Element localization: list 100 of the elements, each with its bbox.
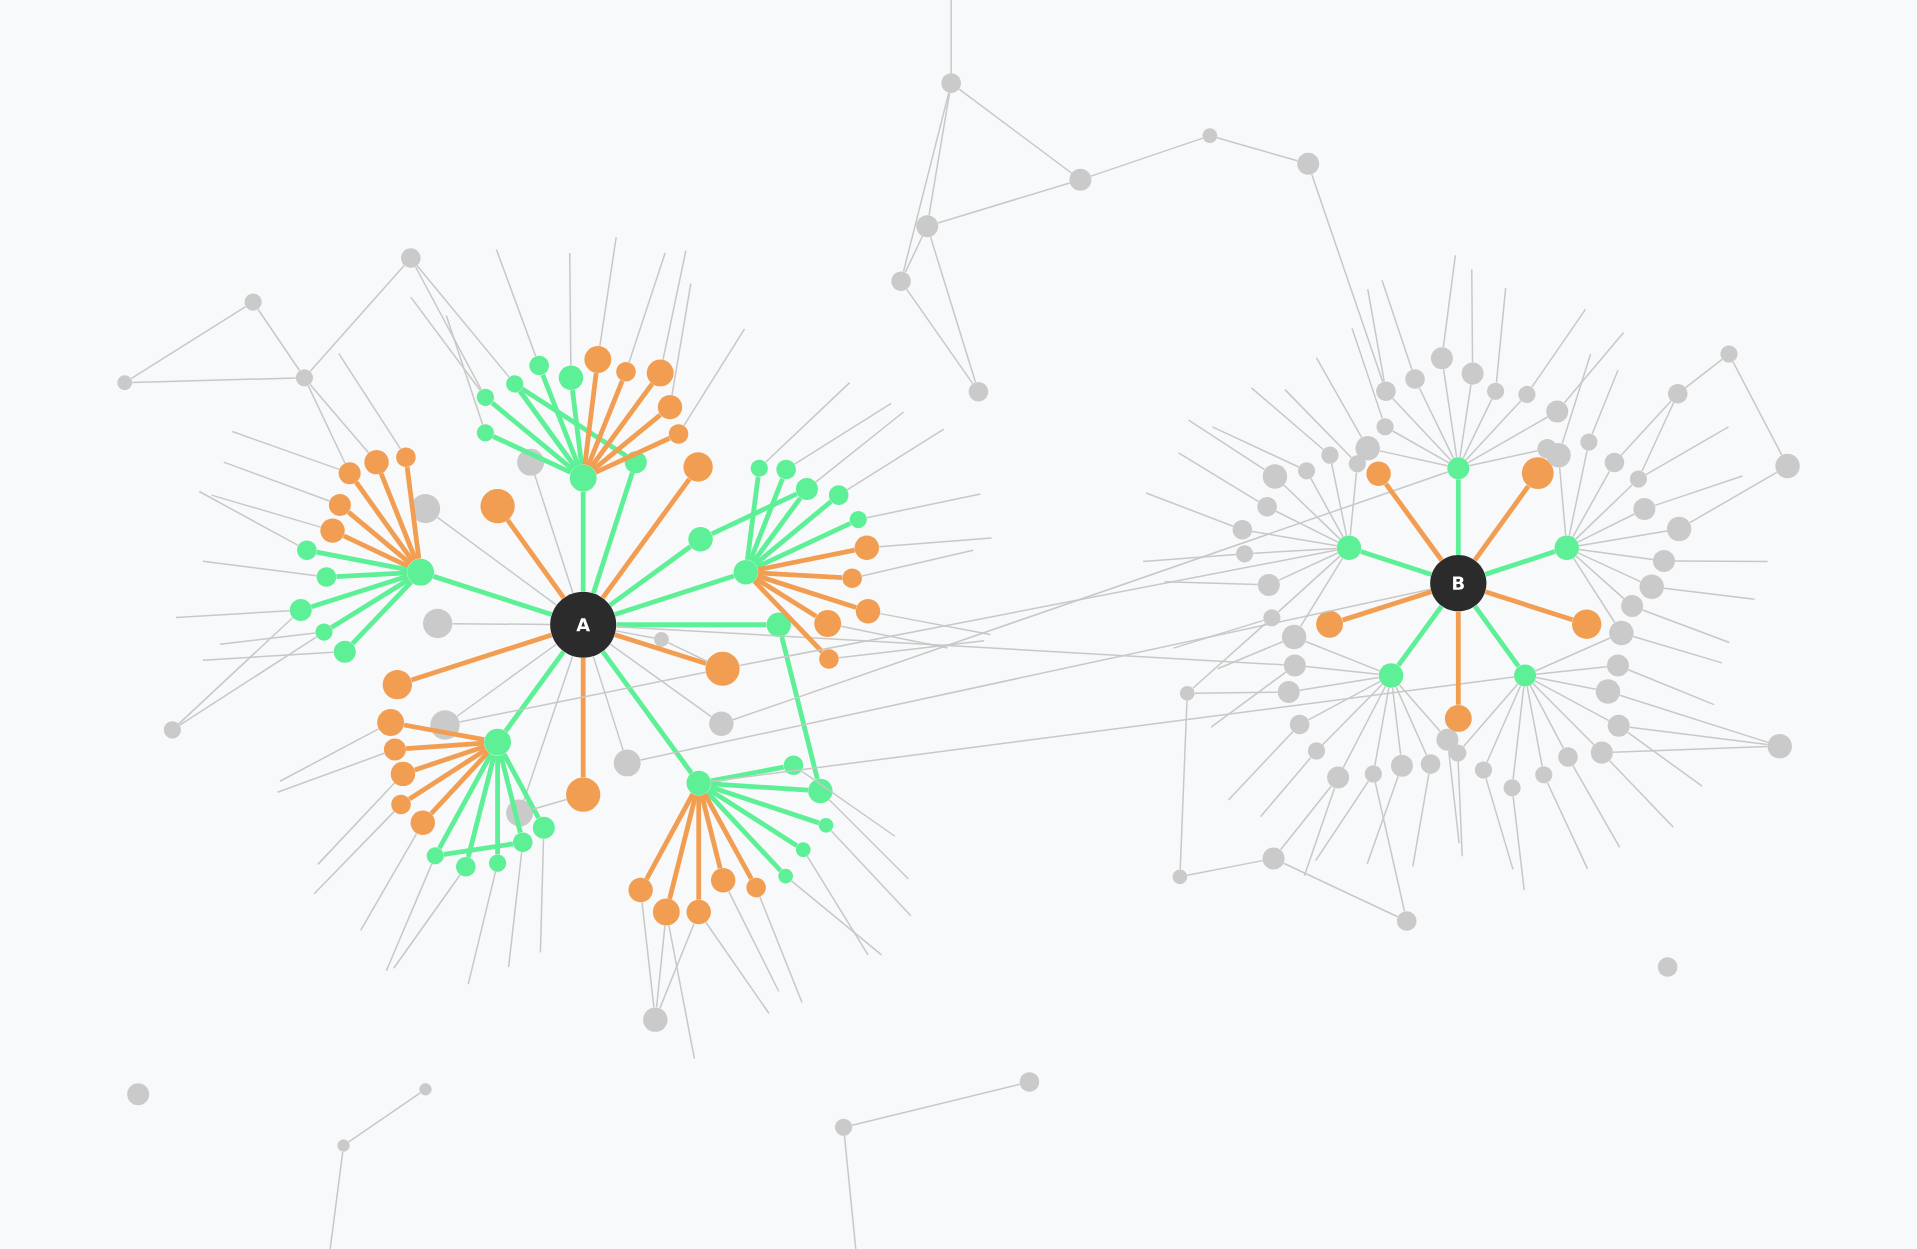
node-circle bbox=[1298, 461, 1316, 479]
edge-line bbox=[1546, 781, 1589, 870]
edge-line bbox=[738, 549, 1338, 666]
edge-line bbox=[410, 296, 481, 391]
edge-line bbox=[1179, 699, 1188, 870]
edge-line bbox=[378, 472, 418, 561]
node-circle bbox=[746, 877, 766, 898]
edge-line bbox=[1568, 449, 1588, 537]
edge-line bbox=[1090, 137, 1204, 177]
edge-line bbox=[257, 308, 301, 372]
edge-line bbox=[1578, 529, 1668, 547]
node-circle bbox=[328, 493, 351, 516]
edge-line bbox=[667, 641, 708, 662]
edge-line bbox=[1591, 369, 1619, 435]
edge-line bbox=[276, 752, 386, 793]
edge-line bbox=[316, 549, 408, 572]
edge-line bbox=[336, 570, 408, 579]
edge-line bbox=[1392, 397, 1452, 461]
edge-line bbox=[591, 471, 635, 594]
node-circle bbox=[814, 609, 842, 637]
node-circle bbox=[1666, 516, 1692, 541]
node-circle bbox=[819, 648, 839, 669]
node-circle bbox=[517, 448, 545, 476]
edge-line bbox=[828, 798, 910, 880]
edge-line bbox=[929, 235, 977, 383]
node-circle bbox=[1019, 1071, 1040, 1092]
edge-line bbox=[589, 382, 655, 469]
node-circle bbox=[506, 375, 524, 393]
node-circle bbox=[1378, 663, 1404, 688]
edge-line bbox=[1310, 477, 1344, 538]
edge-line bbox=[592, 655, 624, 751]
node-circle bbox=[1396, 910, 1417, 931]
edge-line bbox=[179, 635, 318, 726]
node-circle bbox=[1629, 470, 1647, 488]
edge-line bbox=[600, 477, 692, 600]
node-circle bbox=[489, 854, 507, 872]
edge-line bbox=[1216, 640, 1284, 670]
edge-line bbox=[1304, 640, 1381, 672]
edge-line bbox=[175, 609, 291, 618]
node-circle bbox=[1546, 400, 1569, 423]
edge-line bbox=[1468, 449, 1539, 467]
edge-line bbox=[1654, 474, 1744, 506]
edge-line bbox=[403, 722, 485, 742]
edge-line bbox=[1484, 549, 1556, 577]
edge-line bbox=[758, 570, 843, 580]
edge-line bbox=[937, 182, 1071, 224]
node-circle bbox=[1390, 754, 1413, 777]
edge-line bbox=[851, 1083, 1021, 1126]
edge-line bbox=[465, 754, 497, 858]
edge-line bbox=[1462, 398, 1493, 459]
node-circle bbox=[1609, 620, 1634, 645]
edge-line bbox=[1465, 399, 1522, 461]
edge-line bbox=[309, 383, 370, 454]
node-circle bbox=[333, 640, 356, 663]
edge-line bbox=[1471, 268, 1474, 363]
node-circle bbox=[1657, 957, 1678, 977]
edge-line bbox=[1663, 587, 1756, 600]
edge-line bbox=[950, 0, 952, 74]
edge-line bbox=[130, 305, 247, 380]
edge-line bbox=[410, 632, 553, 683]
edge-line bbox=[814, 411, 905, 483]
edge-line bbox=[759, 895, 803, 1004]
edge-line bbox=[1442, 254, 1457, 348]
node-circle bbox=[315, 623, 333, 641]
edge-line bbox=[1192, 622, 1267, 689]
edge-line bbox=[1349, 471, 1358, 536]
node-circle bbox=[1348, 455, 1366, 473]
edge-line bbox=[1299, 557, 1344, 627]
node-circle bbox=[616, 361, 636, 382]
node-circle bbox=[1503, 779, 1521, 797]
node-circle bbox=[1257, 573, 1280, 596]
node-circle bbox=[968, 381, 989, 402]
edge-line bbox=[445, 314, 484, 425]
edge-line bbox=[752, 579, 824, 654]
edge-line bbox=[878, 536, 993, 548]
node-circle bbox=[654, 631, 669, 647]
edge-line bbox=[309, 264, 405, 372]
edge-line bbox=[683, 327, 746, 427]
edge-line bbox=[1689, 471, 1778, 524]
edge-line bbox=[1535, 676, 1597, 690]
node-circle bbox=[484, 728, 512, 756]
edge-line bbox=[1684, 358, 1723, 389]
edge-line bbox=[709, 784, 820, 825]
edge-line bbox=[1455, 479, 1461, 555]
node-circle bbox=[1590, 741, 1613, 764]
edge-line bbox=[505, 518, 566, 599]
edge-line bbox=[793, 402, 892, 465]
node-circle bbox=[1652, 549, 1675, 572]
edge-line bbox=[614, 573, 735, 617]
edge-line bbox=[1341, 589, 1433, 623]
edge-line bbox=[1311, 173, 1384, 383]
edge-line bbox=[1577, 513, 1636, 543]
node-circle bbox=[566, 777, 601, 812]
node-circle bbox=[117, 375, 133, 390]
edge-line bbox=[667, 794, 698, 900]
edge-line bbox=[1632, 635, 1723, 664]
edge-line bbox=[1535, 665, 1608, 675]
edge-line bbox=[1342, 685, 1387, 769]
edge-line bbox=[443, 841, 514, 857]
edge-line bbox=[1558, 466, 1567, 536]
